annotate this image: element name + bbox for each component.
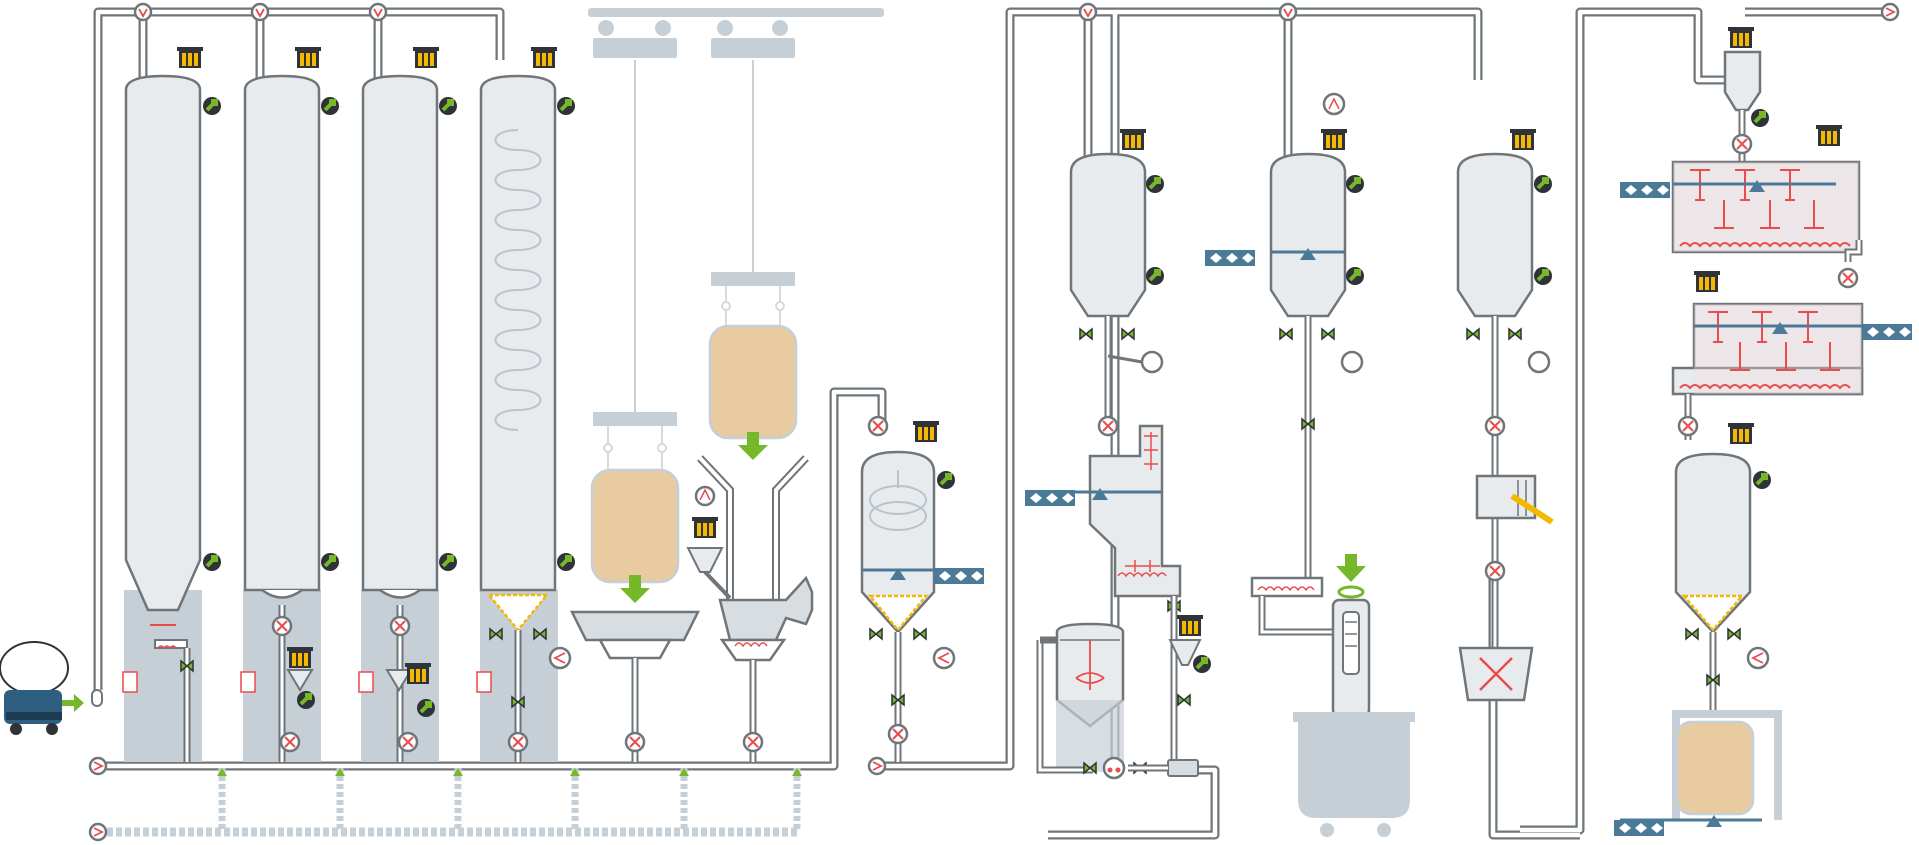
- silo-2[interactable]: [243, 74, 321, 762]
- bigbag-icon-1[interactable]: [590, 468, 680, 603]
- arrow-down-icon: [620, 575, 650, 603]
- arrow-right-icon: [62, 694, 84, 712]
- silo-3[interactable]: [361, 74, 439, 762]
- spiral-conveyor-icon: [494, 129, 542, 431]
- process-vessel-c[interactable]: [1456, 129, 1554, 702]
- process-vessel-a[interactable]: [1025, 129, 1213, 780]
- process-vessel-b[interactable]: [1205, 92, 1415, 837]
- cyclone-icon: [1723, 50, 1762, 112]
- crane-hoist: [588, 8, 884, 470]
- bigbag-icon-2[interactable]: [708, 324, 798, 460]
- dump-hopper-2[interactable]: [686, 455, 814, 762]
- silo-1[interactable]: [124, 74, 202, 762]
- bigbag-station-icon[interactable]: [1614, 710, 1782, 836]
- scale-icon: [1293, 554, 1415, 837]
- truck-icon[interactable]: [0, 641, 103, 735]
- right-column[interactable]: [1614, 27, 1912, 836]
- arrow-down-icon: [738, 432, 768, 460]
- silo-4[interactable]: [479, 74, 557, 762]
- conveying-line: [88, 768, 802, 842]
- dump-hopper-1[interactable]: [569, 610, 701, 762]
- silo-group: [122, 47, 577, 762]
- receiver-vessel[interactable]: [860, 415, 984, 762]
